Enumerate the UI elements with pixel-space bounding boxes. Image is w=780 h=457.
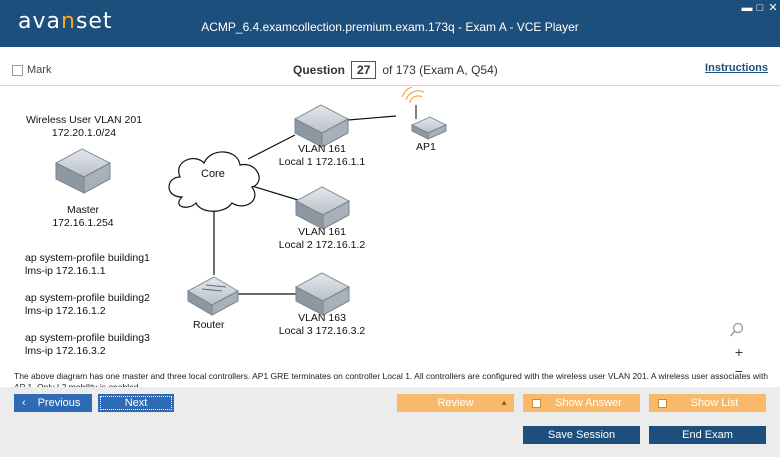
- ap1-label: AP1: [416, 141, 436, 153]
- previous-button[interactable]: ‹ Previous: [14, 394, 92, 412]
- title-bar: avanset ACMP_6.4.examcollection.premium.…: [0, 0, 780, 47]
- zoom-in-button[interactable]: +: [729, 343, 749, 361]
- master-label: Master 172.16.1.254: [28, 204, 138, 230]
- profile2-name: ap system-profile building2: [25, 292, 150, 304]
- checkbox-icon[interactable]: [12, 64, 23, 76]
- chevron-left-icon: ‹: [22, 397, 26, 409]
- avanset-logo: avanset: [18, 9, 113, 34]
- question-indicator: Question 27 of 173 (Exam A, Q54): [293, 61, 498, 79]
- show-list-label: Show List: [690, 397, 739, 409]
- caret-up-icon: ▲: [500, 398, 508, 407]
- close-icon[interactable]: ✕: [768, 2, 778, 14]
- next-button[interactable]: Next: [98, 394, 174, 412]
- profile3-ip: lms-ip 172.16.3.2: [25, 345, 106, 357]
- show-list-button[interactable]: Show List: [649, 394, 766, 412]
- question-text: The above diagram has one master and thr…: [14, 371, 769, 387]
- local1-controller-icon: [293, 104, 350, 148]
- minimize-icon[interactable]: ▬: [741, 2, 753, 14]
- local3-vlan: VLAN 163: [298, 312, 346, 324]
- wireless-vlan-label: Wireless User VLAN 201 172.20.1.0/24: [14, 114, 154, 140]
- link-core-local1: [247, 134, 296, 160]
- mark-checkbox[interactable]: Mark: [12, 64, 51, 76]
- master-controller-icon: [54, 148, 112, 194]
- profile1-block: ap system-profile building1 lms-ip 172.1…: [25, 252, 150, 278]
- review-button[interactable]: Review ▲: [397, 394, 514, 412]
- local2-ip: Local 2 172.16.1.2: [278, 239, 366, 251]
- profile3-block: ap system-profile building3 lms-ip 172.1…: [25, 332, 150, 358]
- button-bar: ‹ Previous Next Review ▲ Show Answer Sho…: [0, 387, 780, 457]
- next-label: Next: [124, 397, 148, 409]
- end-exam-label: End Exam: [682, 429, 733, 441]
- local3-ip: Local 3 172.16.3.2: [278, 325, 366, 337]
- local3-label: VLAN 163 Local 3 172.16.3.2: [266, 312, 378, 338]
- network-diagram: [54, 87, 448, 316]
- zoom-search-icon[interactable]: [729, 322, 745, 338]
- router-label: Router: [193, 319, 225, 331]
- profile1-name: ap system-profile building1: [25, 252, 150, 264]
- end-exam-button[interactable]: End Exam: [649, 426, 766, 444]
- review-label: Review: [437, 397, 474, 409]
- question-label: Question: [293, 63, 346, 77]
- network-links: [213, 115, 397, 295]
- profile2-ip: lms-ip 172.16.1.2: [25, 305, 106, 317]
- show-list-checkbox-icon[interactable]: [658, 399, 667, 408]
- maximize-icon[interactable]: □: [756, 2, 764, 14]
- local1-ip: Local 1 172.16.1.1: [278, 156, 366, 168]
- access-point-icon: [401, 87, 448, 140]
- save-session-label: Save Session: [547, 429, 616, 441]
- show-answer-button[interactable]: Show Answer: [523, 394, 640, 412]
- link-local1-ap1: [347, 115, 397, 121]
- question-bar: Mark Question 27 of 173 (Exam A, Q54) In…: [0, 55, 780, 86]
- local2-vlan: VLAN 161: [298, 226, 346, 238]
- master-name: Master: [66, 204, 100, 216]
- profile2-block: ap system-profile building2 lms-ip 172.1…: [25, 292, 150, 318]
- show-answer-label: Show Answer: [555, 397, 622, 409]
- logo-suffix: set: [75, 9, 113, 34]
- local2-label: VLAN 161 Local 2 172.16.1.2: [266, 226, 378, 252]
- question-content: Wireless User VLAN 201 172.20.1.0/24 Cor…: [0, 87, 780, 387]
- question-total: of 173 (Exam A, Q54): [382, 63, 498, 77]
- local3-controller-icon: [294, 272, 351, 316]
- master-ip: 172.16.1.254: [52, 217, 114, 229]
- profile3-name: ap system-profile building3: [25, 332, 150, 344]
- question-number-input[interactable]: 27: [351, 61, 377, 79]
- zoom-out-button[interactable]: −: [729, 362, 749, 380]
- profile1-ip: lms-ip 172.16.1.1: [25, 265, 106, 277]
- logo-accent: n: [60, 9, 76, 34]
- core-cloud-icon: [168, 151, 260, 212]
- mark-label: Mark: [27, 64, 52, 76]
- show-answer-checkbox-icon[interactable]: [532, 399, 541, 408]
- logo-prefix: ava: [18, 9, 61, 34]
- link-core-local2: [251, 185, 299, 201]
- previous-label: Previous: [37, 397, 81, 409]
- instructions-link[interactable]: Instructions: [705, 62, 768, 74]
- local2-controller-icon: [294, 186, 351, 230]
- core-label: Core: [201, 168, 225, 180]
- router-icon: [186, 276, 240, 316]
- window-title: ACMP_6.4.examcollection.premium.exam.173…: [201, 20, 579, 34]
- wireless-vlan-subnet: 172.20.1.0/24: [51, 127, 117, 139]
- save-session-button[interactable]: Save Session: [523, 426, 640, 444]
- wireless-vlan-name: Wireless User VLAN 201: [25, 114, 143, 126]
- local1-vlan: VLAN 161: [298, 143, 346, 155]
- local1-label: VLAN 161 Local 1 172.16.1.1: [266, 143, 378, 169]
